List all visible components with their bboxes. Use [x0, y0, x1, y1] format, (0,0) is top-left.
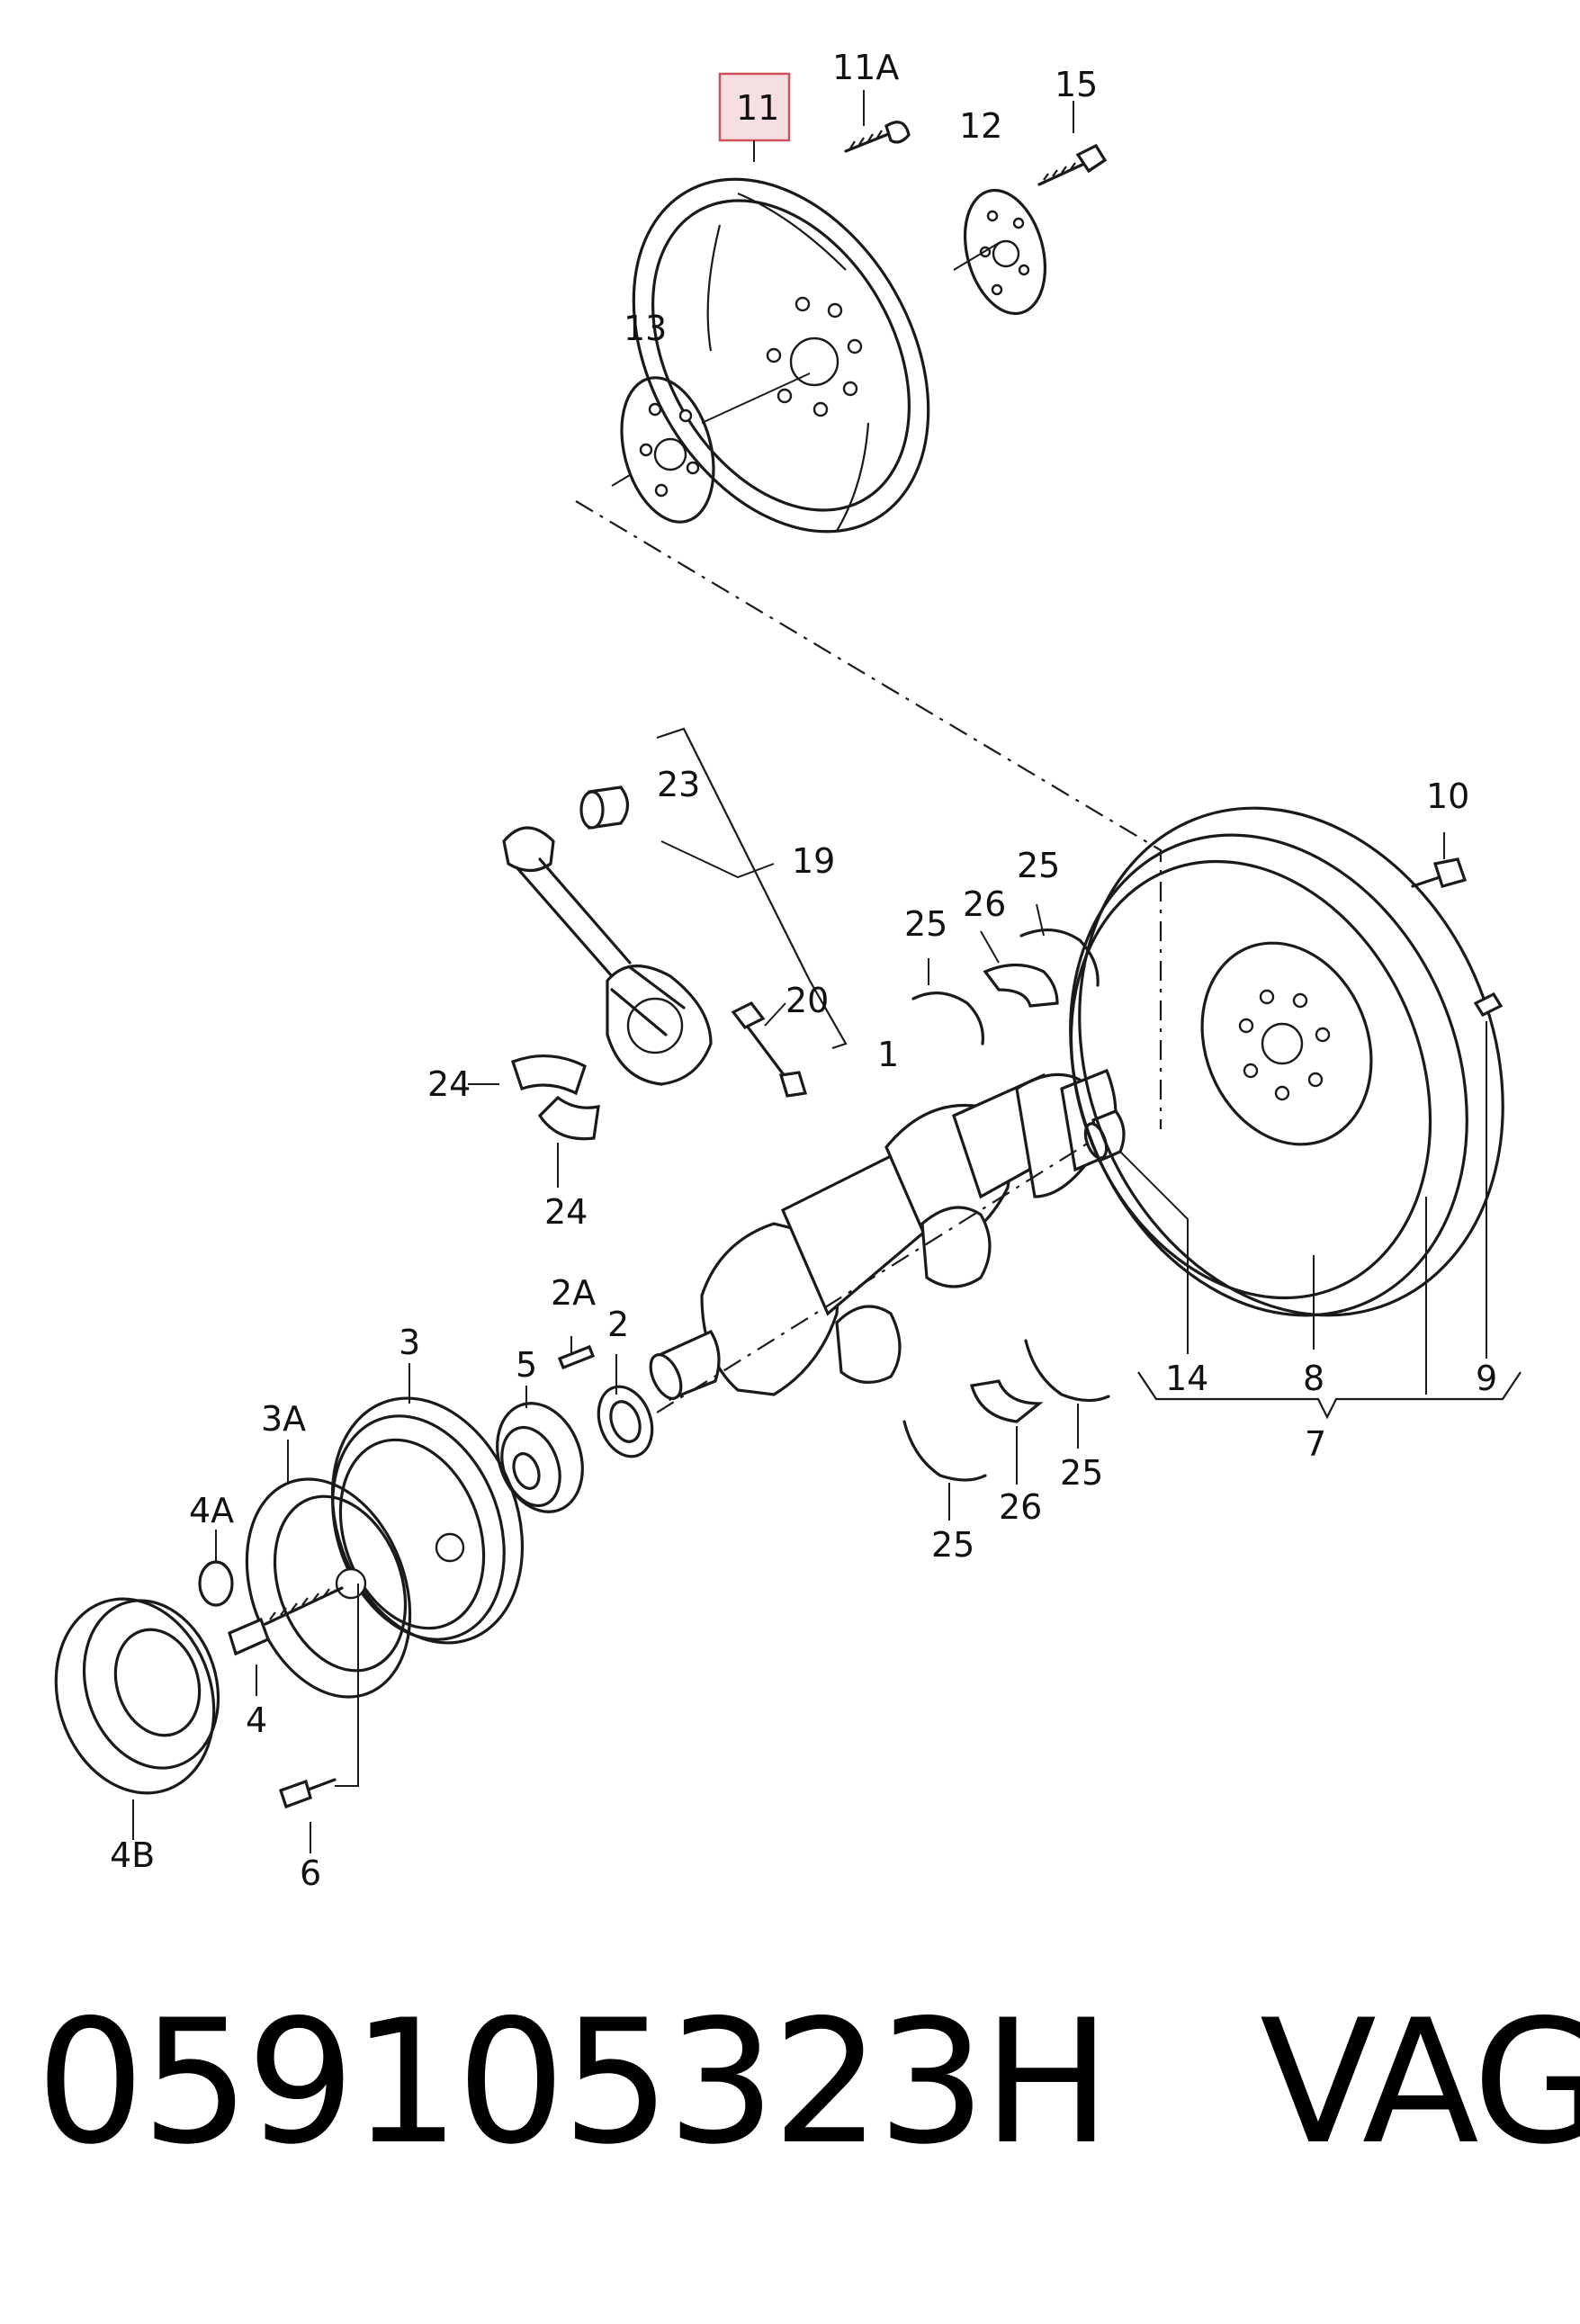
- label-19: 19: [792, 841, 835, 881]
- thrust-washer-25d: [1024, 1339, 1110, 1403]
- label-24b: 24: [544, 1192, 588, 1232]
- label-2: 2: [607, 1305, 629, 1344]
- bolt-6: [278, 1778, 337, 1809]
- part-number: 059105323H: [36, 1983, 1111, 2182]
- dowel-pin-9: [1473, 992, 1504, 1018]
- label-3a: 3A: [261, 1399, 306, 1439]
- conrod-19: [502, 826, 713, 1086]
- bearing-shell-26a: [983, 963, 1059, 1008]
- label-25d: 25: [1060, 1453, 1103, 1493]
- bearing-shell-24-lower: [537, 1095, 600, 1141]
- label-4: 4: [246, 1700, 267, 1740]
- label-11a: 11A: [832, 48, 899, 87]
- drive-plate-11: [632, 177, 930, 534]
- label-26b: 26: [999, 1487, 1042, 1527]
- label-25b: 25: [1017, 846, 1060, 885]
- label-2a: 2A: [551, 1273, 596, 1313]
- label-5: 5: [516, 1345, 537, 1385]
- bearing-shell-24-upper: [510, 1054, 587, 1096]
- label-12: 12: [959, 106, 1002, 146]
- bolt-15: [1037, 143, 1108, 186]
- label-24a: 24: [427, 1064, 471, 1104]
- brand-name: VAG: [1260, 1983, 1580, 2182]
- label-6: 6: [300, 1853, 321, 1893]
- label-10: 10: [1426, 776, 1469, 816]
- oil-pump-drive-2: [597, 1385, 654, 1458]
- vibration-damper-3: [330, 1396, 525, 1645]
- callout-highlight-11: [718, 72, 791, 142]
- label-3: 3: [399, 1323, 420, 1362]
- bolt-11a: [844, 121, 911, 153]
- label-25c: 25: [931, 1525, 974, 1565]
- thrust-washer-25a: [911, 991, 984, 1045]
- label-23: 23: [657, 765, 700, 804]
- crankshaft-1: [649, 1068, 1118, 1402]
- shim-plate-13: [620, 376, 715, 524]
- label-7: 7: [1305, 1424, 1326, 1464]
- bolt-4: [228, 1586, 344, 1656]
- thrust-washer-25b: [1019, 928, 1100, 987]
- cover-4b: [54, 1597, 220, 1795]
- label-9: 9: [1476, 1359, 1497, 1398]
- bolt-20: [731, 1000, 808, 1098]
- label-8: 8: [1303, 1359, 1324, 1398]
- label-14: 14: [1165, 1359, 1208, 1398]
- sprocket-5: [496, 1402, 584, 1513]
- flywheel-8: [1069, 806, 1504, 1317]
- label-13: 13: [624, 309, 667, 348]
- pulley-3a: [245, 1477, 412, 1699]
- label-25a: 25: [904, 904, 947, 944]
- part-number-caption: 059105323H VAG: [36, 1975, 1580, 2191]
- label-20: 20: [786, 981, 829, 1020]
- pin-2a: [557, 1344, 596, 1370]
- label-1: 1: [877, 1035, 899, 1074]
- label-15: 15: [1055, 65, 1098, 104]
- washer-4a: [198, 1560, 234, 1607]
- label-11: 11: [736, 88, 779, 128]
- bolt-10: [1411, 857, 1468, 888]
- bushing-23: [579, 785, 630, 830]
- thrust-washer-25c: [902, 1420, 987, 1482]
- label-4a: 4A: [189, 1491, 234, 1530]
- label-4b: 4B: [110, 1835, 155, 1875]
- label-26a: 26: [963, 884, 1006, 924]
- bearing-shell-26b: [969, 1379, 1044, 1423]
- shim-plate-12: [963, 188, 1047, 316]
